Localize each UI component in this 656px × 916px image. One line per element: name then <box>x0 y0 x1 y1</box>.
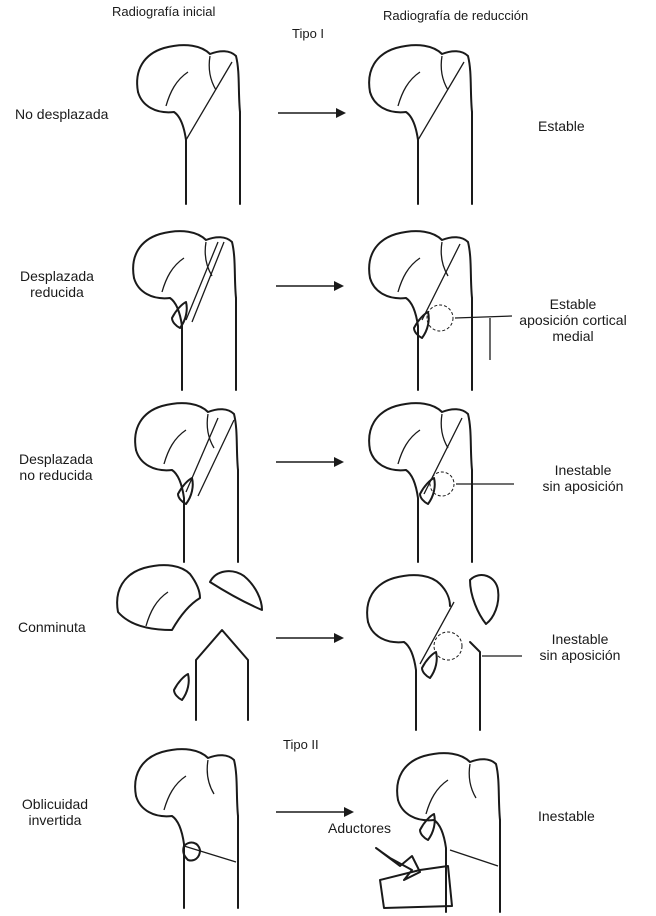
row1-initial-femur <box>137 45 240 204</box>
row4-gap-circle <box>434 632 462 660</box>
row4-reduction-femur <box>367 575 480 730</box>
row5-displaced-shaft <box>380 866 452 908</box>
row2-cortical-contact-circle <box>427 305 453 331</box>
row2-arrow <box>276 281 344 291</box>
row3-arrow <box>276 457 344 467</box>
row1-reduction-femur <box>369 45 472 204</box>
row4-arrow <box>276 633 344 643</box>
row4-reduction-trochanter-fragment <box>470 575 498 624</box>
row4-lesser-trochanter-initial <box>174 674 189 700</box>
row5-reduction-femur <box>397 753 500 912</box>
row3-lesser-trochanter-reduced <box>420 478 435 504</box>
row2-initial-femur <box>133 231 236 390</box>
row2-reduction-femur <box>369 231 472 390</box>
row5-arrow <box>276 807 354 817</box>
row4-initial-head-fragment <box>117 565 200 630</box>
row1-arrow <box>278 108 346 118</box>
row2-leader-line <box>455 316 512 318</box>
row4-initial-shaft <box>196 630 248 720</box>
row5-initial-femur <box>135 749 238 908</box>
row5-lesser-trochanter-initial <box>183 843 200 861</box>
row4-initial-trochanter-fragment <box>210 571 262 610</box>
row5-lesser-trochanter-reduced <box>420 814 435 840</box>
row3-reduction-femur <box>369 403 472 562</box>
